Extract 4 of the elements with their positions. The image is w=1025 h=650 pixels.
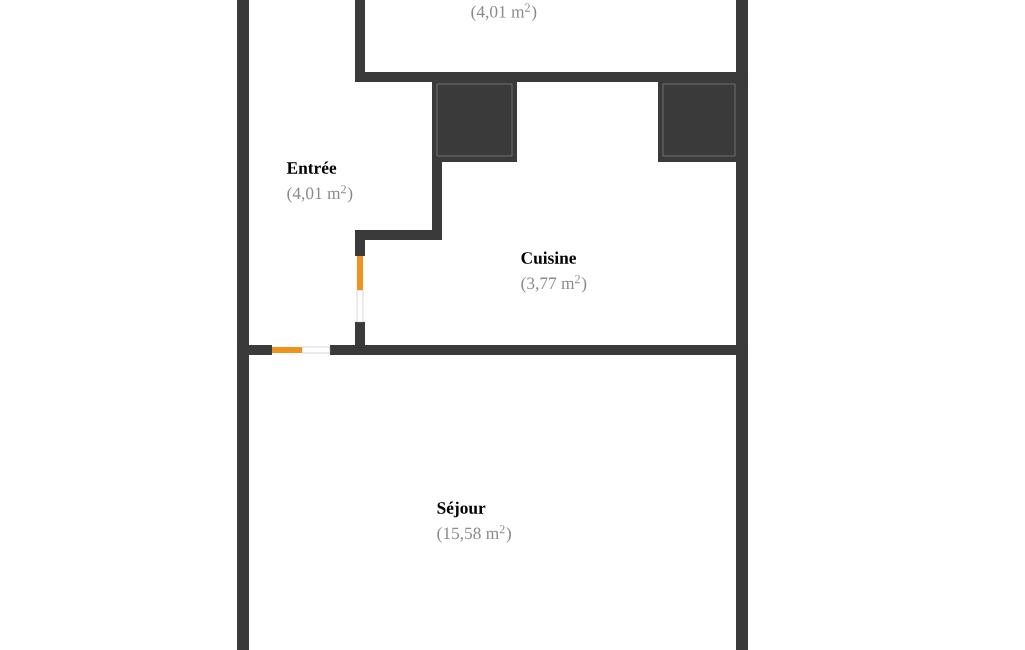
room-label: (4,01 m$^{2}$) bbox=[471, 3, 537, 22]
room-label: Cuisine (3,77 m$^{2}$) bbox=[521, 251, 587, 293]
room-label: Entrée (4,01 m$^{2}$) bbox=[286, 161, 353, 203]
room-label: Séjour (15,58 m$^{2}$) bbox=[437, 501, 511, 543]
